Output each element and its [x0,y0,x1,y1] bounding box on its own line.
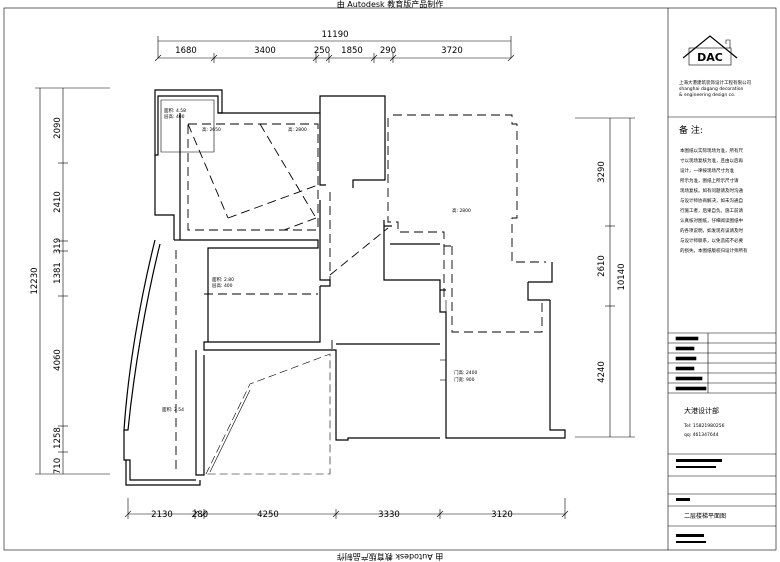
dim-bottom-3: 4250 [257,510,279,520]
block-bar [676,534,704,537]
bottom-dimensions: 2130 280 4250 3330 3120 [124,498,569,520]
dim-left-2: 2410 [53,191,63,213]
dim-left-7: 710 [53,458,63,474]
dim-top-2: 3400 [254,46,276,56]
dim-left-4: 1381 [53,262,63,284]
note-line: 本图纸以实际现场为准，所有尺 [680,147,743,154]
room-label-5a: 面积: 2.80 [212,276,234,283]
notes-lines: 本图纸以实际现场为准，所有尺 寸以现场复核为准，且由以后再 设计，一律按现场尺寸… [680,147,748,254]
plan-walls [123,89,566,486]
room-label-6b: 门宽: 900 [454,376,475,383]
room-label-5b: 层高: 400 [212,282,233,289]
dim-right-1: 3290 [597,161,607,183]
dim-right-3: 4240 [597,361,607,383]
dim-top-6: 3720 [441,46,463,56]
dim-left-total: 12230 [30,267,40,294]
dim-bottom-5: 3120 [491,510,513,520]
note-line: 认真核对图纸，仔细阅读图纸中 [680,217,743,224]
note-line: 的各项说明，如发现有误请及时 [680,227,743,234]
note-line: 与设计师协商解决，如未沟通自 [680,197,743,204]
designer-qq: qq: 461347644 [684,432,719,438]
room-label-1a: 面积: 4.58 [164,107,186,114]
top-dimensions: 11190 1680 3400 250 1850 290 3720 [154,30,515,63]
company-line-2: shanghai dagang decoration [679,86,744,92]
company-line-3: & engineering design co. [679,92,735,98]
company-logo: DAC [682,35,738,66]
note-line: 设计，一律按现场尺寸为准 [680,167,734,174]
notes-title: 备 注: [679,124,703,136]
drawing-frame [3,7,777,551]
room-label-3: 高: 2800 [288,126,307,133]
dim-top-3: 250 [314,46,330,56]
dim-top-5: 290 [380,46,396,56]
logo-text: DAC [697,51,723,64]
dim-left-3: 319 [53,238,63,254]
right-dimensions: 3290 2610 4240 10140 [575,117,635,438]
dim-left-1: 2090 [53,117,63,139]
note-line: 寸以现场复核为准，且由以后再 [680,157,743,164]
dim-right-total: 10140 [617,263,627,290]
designer-tel: Tel: 15821980256 [683,423,725,429]
staircase [205,353,331,475]
drawing-title: 二层楼梯平面图 [684,512,726,520]
left-dimensions: 12230 2090 2410 319 1381 4060 1258 710 [30,87,110,475]
room-label-4: 高: 2800 [452,207,471,214]
note-line: 所示为准，图纸上所示尺寸请 [680,177,739,184]
dim-left-6: 1258 [53,427,63,449]
dim-left-5: 4060 [53,349,63,371]
room-label-1b: 层高: 400 [164,113,185,120]
block-bar [676,541,706,543]
watermark-bottom: 由 Autodesk 教育版产品制作 [337,552,443,562]
dim-top-4: 1850 [341,46,363,56]
dim-bottom-4: 3330 [378,510,400,520]
designer-name: 大港设计部 [684,406,719,415]
block-bar [676,466,716,468]
note-line: 现场复核。如有问题请及时沟通 [680,187,743,194]
room-labels: 面积: 4.58 层高: 400 高: 2650 高: 2800 高: 2800… [162,107,478,413]
dim-bottom-2: 280 [192,510,208,520]
note-line: 的损失。本图纸版权归设计师所有 [680,247,748,254]
dim-top-1: 1680 [175,46,197,56]
dim-top-total: 11190 [321,30,348,40]
room-label-7: 面积: 2.54 [162,406,184,413]
dim-bottom-1: 2130 [151,510,173,520]
info-table [668,333,776,394]
room-label-6a: 门高: 2400 [454,369,478,376]
watermark-top: 由 Autodesk 教育版产品制作 [337,0,443,9]
plan-dashed [175,123,543,470]
note-line: 与设计师联系，以免造成不必要 [680,237,743,244]
title-block: DAC 上海大港建筑装饰设计工程有限公司 shanghai dagang dec… [667,8,776,550]
block-bar [676,498,690,501]
dim-right-2: 2610 [597,255,607,277]
block-bar [676,459,722,462]
note-line: 行施工者，后果自负。施工前请 [680,207,743,214]
room-label-2: 高: 2650 [202,126,221,133]
company-line-1: 上海大港建筑装饰设计工程有限公司 [679,79,751,86]
